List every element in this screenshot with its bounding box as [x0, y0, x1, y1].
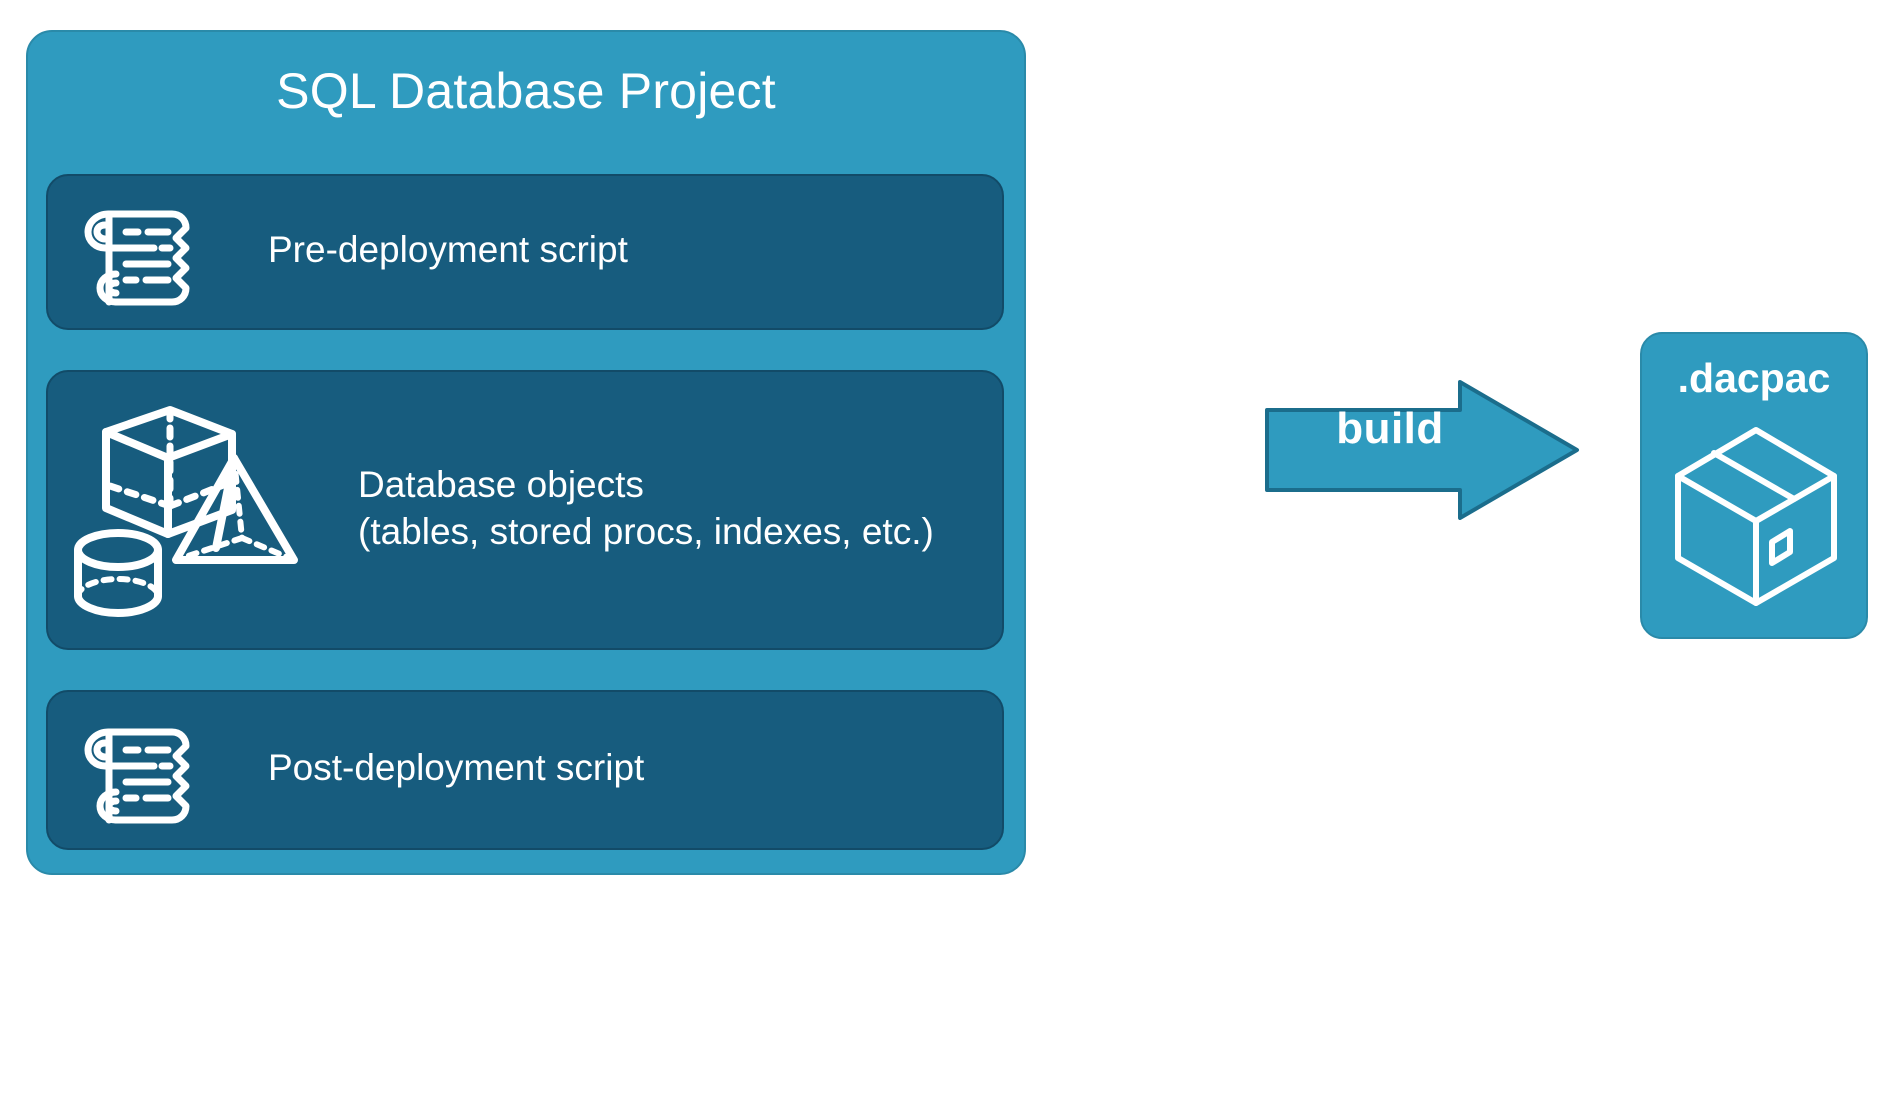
- section-label-post-deployment: Post-deployment script: [268, 747, 645, 788]
- section-database-objects: Database objects (tables, stored procs, …: [46, 370, 1004, 650]
- project-title: SQL Database Project: [276, 63, 776, 119]
- 3d-shapes-icon: [66, 398, 326, 630]
- section-post-deployment: Post-deployment script: [46, 690, 1004, 850]
- section-label-database-objects: Database objects (tables, stored procs, …: [358, 464, 934, 553]
- scroll-icon: [76, 198, 196, 310]
- dacpac-title: .dacpac: [1677, 355, 1831, 401]
- sql-database-project-card: SQL Database Project: [26, 30, 1026, 875]
- dacpac-output-card: .dacpac: [1640, 332, 1868, 639]
- section-pre-deployment: Pre-deployment script: [46, 174, 1004, 330]
- right-arrow-icon: [1265, 380, 1580, 520]
- scroll-icon: [76, 716, 196, 828]
- package-box-icon: [1672, 424, 1840, 609]
- build-label: build: [1336, 404, 1444, 453]
- section-label-pre-deployment: Pre-deployment script: [268, 229, 628, 270]
